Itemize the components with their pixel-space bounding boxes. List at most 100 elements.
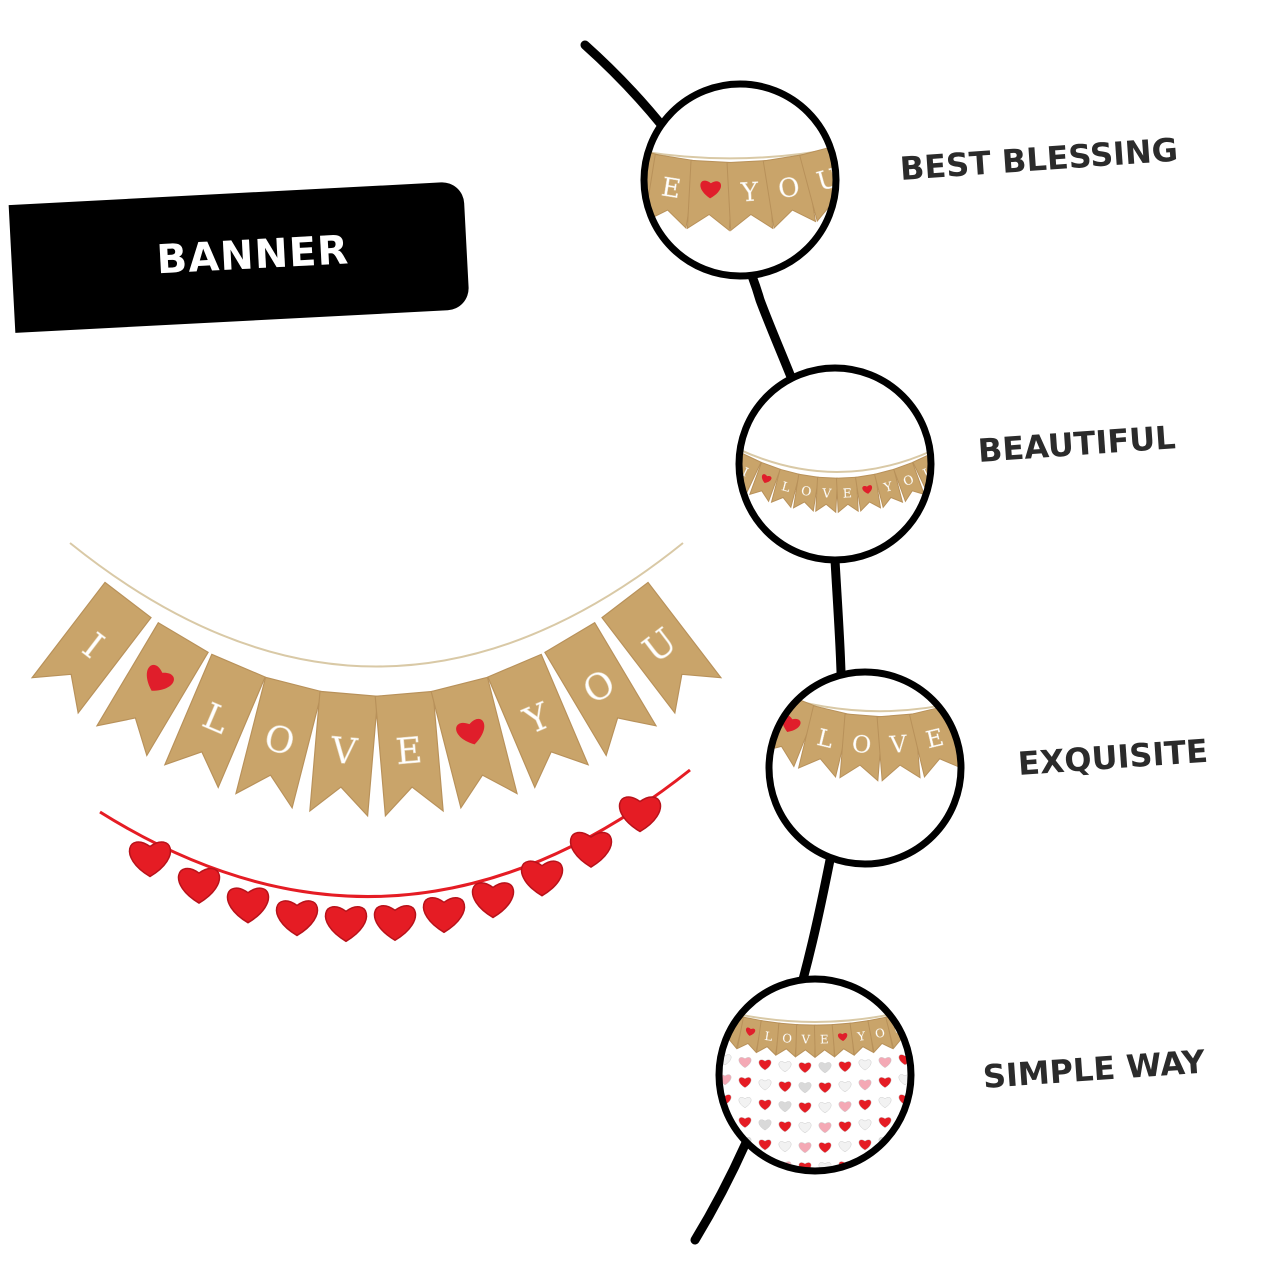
pennant-flag: O <box>893 461 926 503</box>
felt-heart <box>226 887 270 924</box>
pennant-flag: E <box>374 690 444 818</box>
banner-title-badge: BANNER <box>8 181 470 333</box>
pennant-flag: Y <box>849 1020 874 1056</box>
mini-heart <box>878 1077 892 1088</box>
pennant-letter: O <box>782 1031 793 1046</box>
pennant-letter: O <box>901 471 916 489</box>
pennant-flag: O <box>544 621 658 757</box>
mini-heart <box>818 1062 832 1074</box>
mini-heart <box>798 1142 812 1154</box>
mini-heart <box>878 1117 892 1128</box>
pennant-flag: L <box>756 1020 781 1056</box>
mini-heart <box>838 1101 852 1113</box>
felt-heart <box>471 882 515 919</box>
pennant-flag <box>854 473 882 512</box>
mini-heart <box>758 1119 772 1131</box>
mini-heart <box>838 1121 852 1133</box>
heart-icon <box>456 719 485 745</box>
pennant-letter: E <box>659 172 683 205</box>
heart-icon <box>761 474 772 484</box>
pennant-flag: I <box>30 581 152 715</box>
pennant-flag: L <box>770 468 801 509</box>
pennant-letter: Y <box>856 1029 867 1044</box>
mini-heart <box>898 1154 911 1166</box>
pennant-flag: V <box>309 690 379 818</box>
mini-heart <box>778 1101 792 1113</box>
mini-heart <box>858 1119 872 1131</box>
felt-heart <box>422 897 466 934</box>
pennant-letter: O <box>851 730 872 759</box>
pennant-letter: U <box>921 463 937 481</box>
heart-icon <box>146 664 174 691</box>
mini-heart <box>778 1141 792 1153</box>
mini-heart <box>818 1142 832 1154</box>
heart-icon <box>700 180 721 199</box>
pennant-letter: V <box>800 1032 810 1046</box>
pennant-flag: O <box>775 1022 799 1058</box>
mini-heart <box>778 1061 792 1073</box>
banner-rope <box>739 445 931 473</box>
pennant-flag: V <box>815 476 839 514</box>
felt-heart <box>324 906 368 943</box>
pennant-flag: U <box>799 143 843 223</box>
mini-heart <box>758 1059 772 1071</box>
pennant-letter: E <box>820 1032 829 1046</box>
pennant-letter: O <box>776 172 802 205</box>
mini-heart <box>798 1082 812 1094</box>
red-felt-heart-garland <box>99 768 691 943</box>
pennant-flag: U <box>601 581 723 715</box>
mini-heart <box>738 1117 752 1128</box>
pennant-letter: V <box>888 730 909 759</box>
felt-heart <box>275 900 319 937</box>
pennant-flag: O <box>235 676 323 810</box>
mini-heart <box>858 1099 872 1111</box>
mini-heart <box>838 1061 852 1073</box>
mini-heart <box>778 1121 792 1133</box>
pennant-letter: E <box>394 730 424 773</box>
heart-icon <box>745 1027 756 1036</box>
pennant-letter: U <box>814 163 843 198</box>
mini-heart <box>898 1134 911 1146</box>
pennant-flag <box>686 159 734 232</box>
pennant-letter: I <box>740 464 751 480</box>
pennant-letter: Y <box>739 177 760 208</box>
pennant-flag: Y <box>487 653 590 789</box>
mini-heart <box>858 1139 872 1151</box>
mini-heart <box>818 1102 832 1114</box>
mini-heart <box>798 1122 812 1134</box>
felt-heart <box>128 841 172 878</box>
pennant-flag <box>736 1016 763 1054</box>
pennant-flag: O <box>867 1016 894 1054</box>
felt-heart <box>569 831 613 868</box>
felt-heart <box>520 860 564 897</box>
heart-icon <box>837 1032 848 1042</box>
pennant-letter: E <box>923 723 946 754</box>
mini-heart <box>738 1077 752 1088</box>
heart-icon <box>862 485 873 494</box>
mini-heart <box>778 1081 792 1093</box>
mini-heart <box>758 1079 772 1091</box>
mini-heart <box>738 1057 752 1068</box>
pennant-letter: V <box>328 730 359 773</box>
pennant-flag: E <box>835 476 859 514</box>
mini-heart <box>818 1082 832 1094</box>
pennant-flag: V <box>876 713 921 782</box>
pennant-flag <box>748 461 781 503</box>
mini-heart <box>858 1079 872 1091</box>
pennant-flag: O <box>839 713 884 782</box>
mini-heart <box>818 1122 832 1134</box>
pennant-flag: E <box>644 153 698 230</box>
pennant-flag: L <box>163 653 266 789</box>
mini-heart <box>838 1081 852 1093</box>
mini-heart <box>878 1157 892 1168</box>
pennant-flag <box>430 676 518 810</box>
felt-heart <box>618 796 662 833</box>
pennant-flag: E <box>813 1024 835 1059</box>
pennant-flag: L <box>797 705 852 778</box>
pennant-letter: L <box>780 478 792 495</box>
pennant-flag: V <box>795 1024 817 1059</box>
